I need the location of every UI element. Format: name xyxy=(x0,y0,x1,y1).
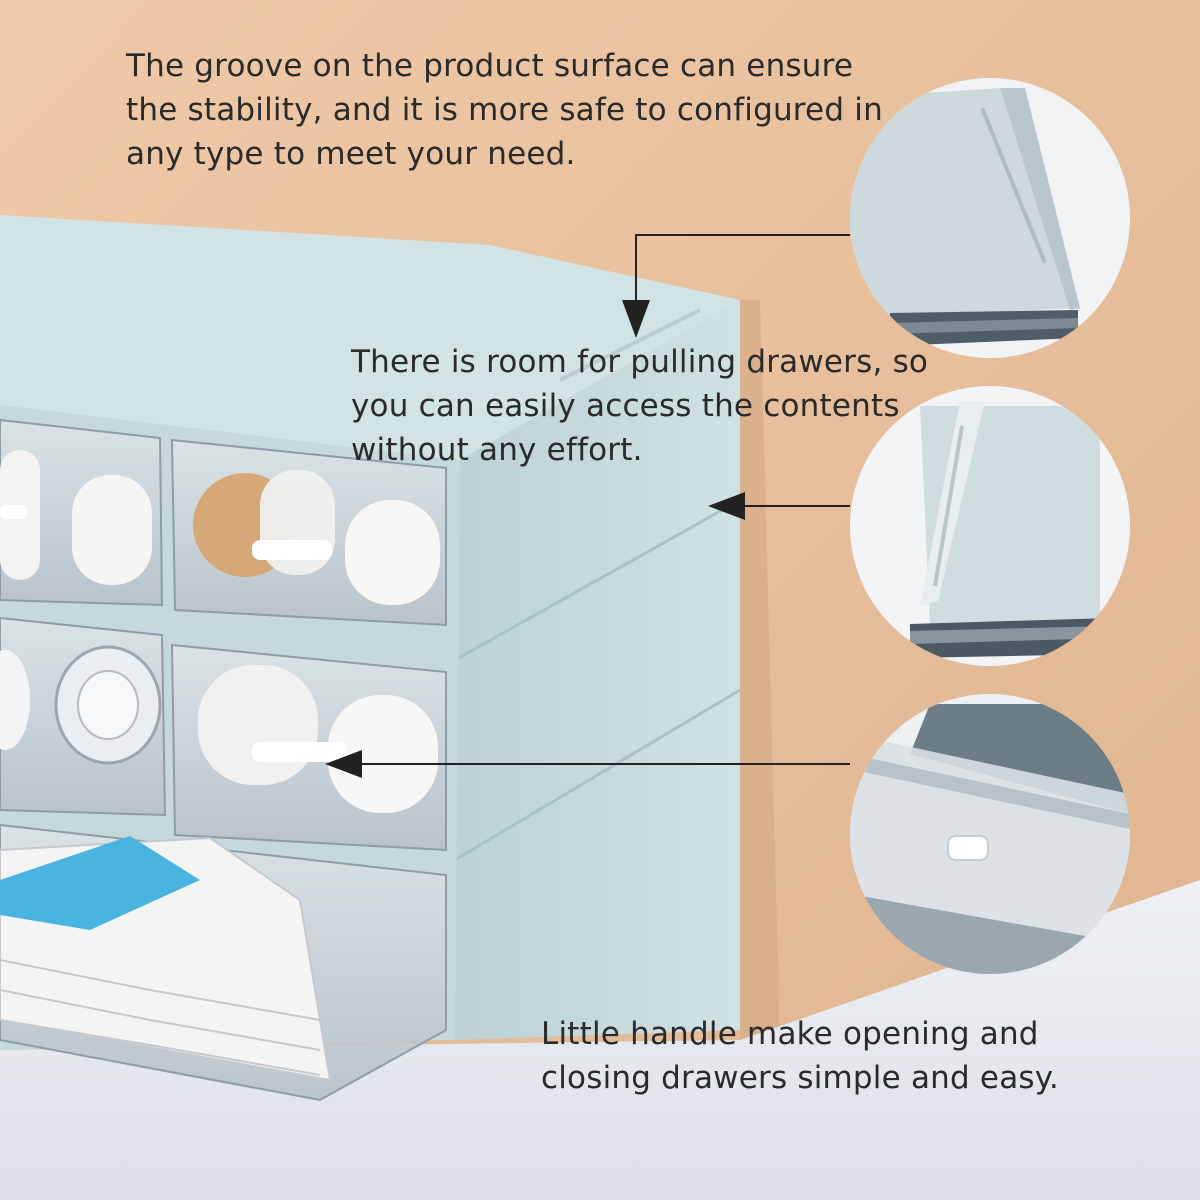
counter-surface xyxy=(0,880,1200,1200)
arrow-groove xyxy=(622,234,850,338)
drawer-bottom xyxy=(0,823,447,1102)
arrow-pull xyxy=(708,492,850,520)
side-seam-1 xyxy=(454,498,741,662)
drawer-middle-right xyxy=(170,643,447,852)
groove-line xyxy=(559,308,701,382)
detail-circle-handle xyxy=(850,694,1130,974)
drawer-top-right xyxy=(170,438,447,627)
side-seam-2 xyxy=(454,688,741,862)
wall-corner-shadow xyxy=(740,300,780,1040)
caption-pull-room: There is room for pulling drawers, so yo… xyxy=(351,344,929,468)
drawer-top-left xyxy=(0,418,164,607)
arrow-handle xyxy=(325,750,850,778)
drawer-middle-left xyxy=(0,616,167,817)
caption-handle: Little handle make opening and closing d… xyxy=(541,1016,1059,1096)
organizer-side xyxy=(455,300,740,1040)
detail-circle-groove xyxy=(850,78,1130,358)
detail-circle-drawer-room xyxy=(850,386,1130,666)
organizer-top xyxy=(0,215,740,460)
caption-groove: The groove on the product surface can en… xyxy=(126,48,883,172)
